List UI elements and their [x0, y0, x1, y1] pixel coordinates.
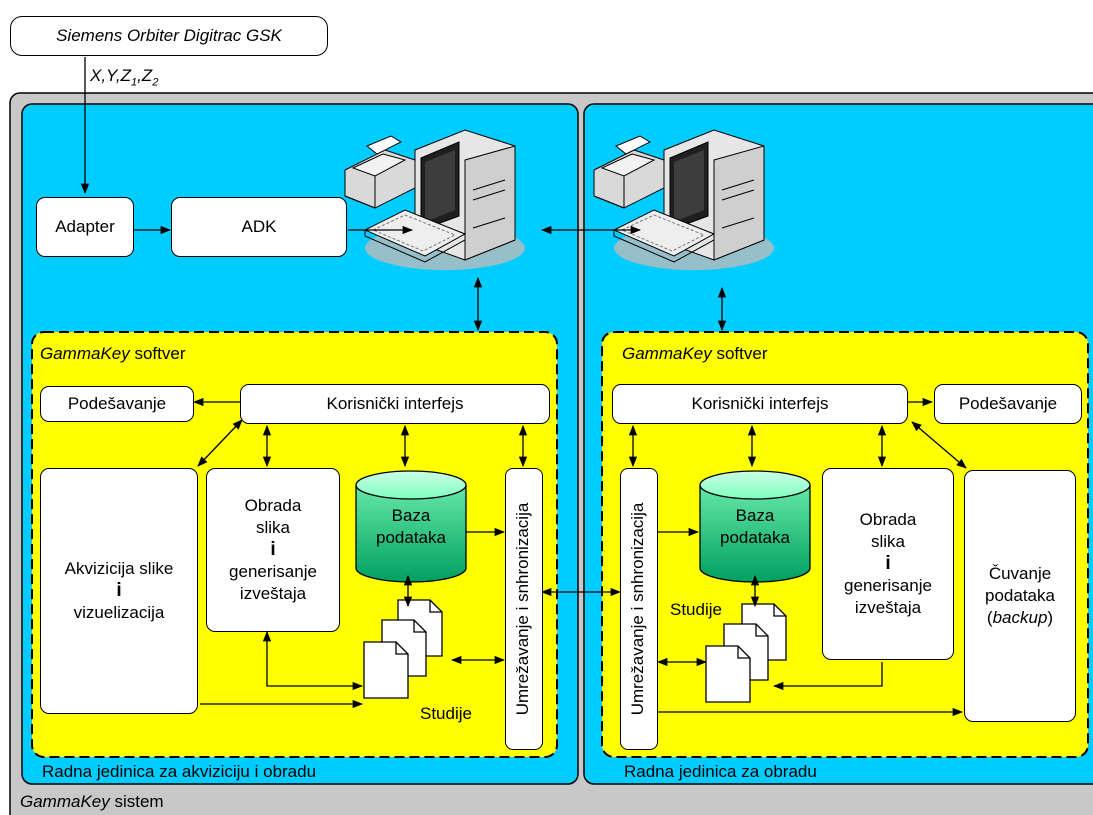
right-unit-caption: Radna jedinica za obradu [624, 762, 817, 781]
left-networking-box [505, 468, 543, 750]
backup-box: Čuvanje podataka (backup) [964, 470, 1076, 722]
adk-box: ADK [171, 197, 347, 257]
right-software-title: GammaKey softver [622, 344, 768, 363]
right-networking-box [620, 468, 658, 750]
left-processing-box: Obrada slika i generisanje izveštaja [206, 468, 340, 632]
source-device-box: Siemens Orbiter Digitrac GSK [10, 16, 328, 56]
signal-label: X,Y,Z1,Z2 [90, 66, 159, 89]
right-user-interface-box: Korisnički interfejs [612, 384, 908, 424]
system-caption: GammaKey sistem [20, 792, 164, 811]
left-user-interface-box: Korisnički interfejs [240, 384, 550, 424]
database-icon [699, 470, 811, 583]
acquisition-box: Akvizicija slike i vizuelizacija [40, 468, 198, 714]
left-studies-label: Studije [420, 704, 472, 723]
database-icon [355, 470, 467, 583]
right-studies-label: Studije [670, 600, 722, 619]
left-unit-caption: Radna jedinica za akviziciju i obradu [42, 762, 317, 781]
source-device-label: Siemens Orbiter Digitrac GSK [56, 26, 282, 45]
left-software-title: GammaKey softver [40, 344, 186, 363]
left-networking-label: Umrežavanje i snhronizacija [513, 502, 532, 716]
adapter-box: Adapter [36, 197, 134, 257]
left-settings-box: Podešavanje [40, 386, 194, 422]
right-networking-label: Umrežavanje i snhronizacija [628, 502, 647, 716]
right-processing-box: Obrada slika i generisanje izveštaja [822, 468, 954, 660]
right-settings-box: Podešavanje [934, 384, 1082, 424]
